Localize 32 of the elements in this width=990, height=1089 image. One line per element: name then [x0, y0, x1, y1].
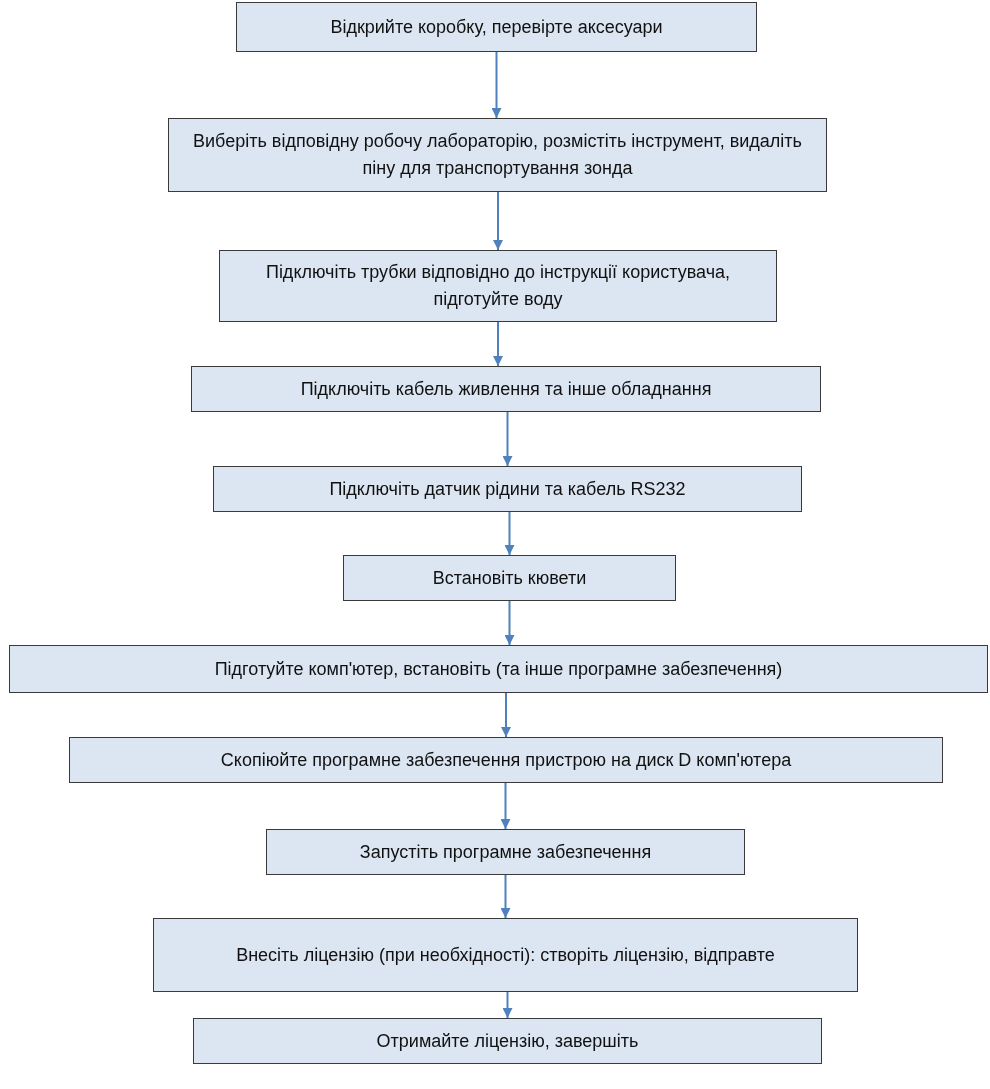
process-box [193, 1018, 822, 1064]
process-box [213, 466, 802, 512]
step-text: Скопіюйте програмне забезпечення пристрою на диск D комп'ютера [220, 748, 792, 772]
arrow [502, 411, 513, 467]
step-text: Встановіть кювети [432, 566, 587, 590]
process-box [191, 366, 821, 412]
process-box [343, 555, 676, 601]
step-text: Відкрийте коробку, перевірте аксесуари [330, 15, 663, 39]
arrow [493, 191, 503, 251]
process-box [236, 2, 757, 52]
arrow [493, 321, 503, 367]
process-box [168, 118, 827, 192]
process-box [153, 918, 858, 992]
step-text: Підготуйте комп'ютер, встановіть (та інше програмне забезпечення) [214, 657, 783, 681]
step-text: Внесіть ліцензію (при необхідності): створіть ліцензію, відправте [236, 943, 775, 967]
arrow [504, 600, 515, 646]
step-text: Виберіть відповідну робочу лабораторію, розмістіть інструмент, видаліть піну для транспортування зонда [193, 130, 802, 180]
step-text: Підключіть кабель живлення та інше обладнання [300, 377, 712, 401]
arrow [502, 991, 513, 1019]
arrow [501, 692, 511, 738]
process-box [9, 645, 988, 693]
step-text: Запустіть програмне забезпечення [359, 840, 652, 864]
arrow [491, 51, 502, 119]
step-text: Отримайте ліцензію, завершіть [376, 1029, 639, 1053]
arrow [500, 782, 511, 830]
arrow [500, 874, 511, 919]
process-box [69, 737, 943, 783]
step-text: Підключіть трубки відповідно до інструкції користувача, підготуйте воду [264, 261, 732, 311]
step-text: Підключіть датчик рідини та кабель RS232 [329, 477, 686, 501]
process-box [266, 829, 745, 875]
process-box [219, 250, 777, 322]
arrow [504, 511, 515, 556]
